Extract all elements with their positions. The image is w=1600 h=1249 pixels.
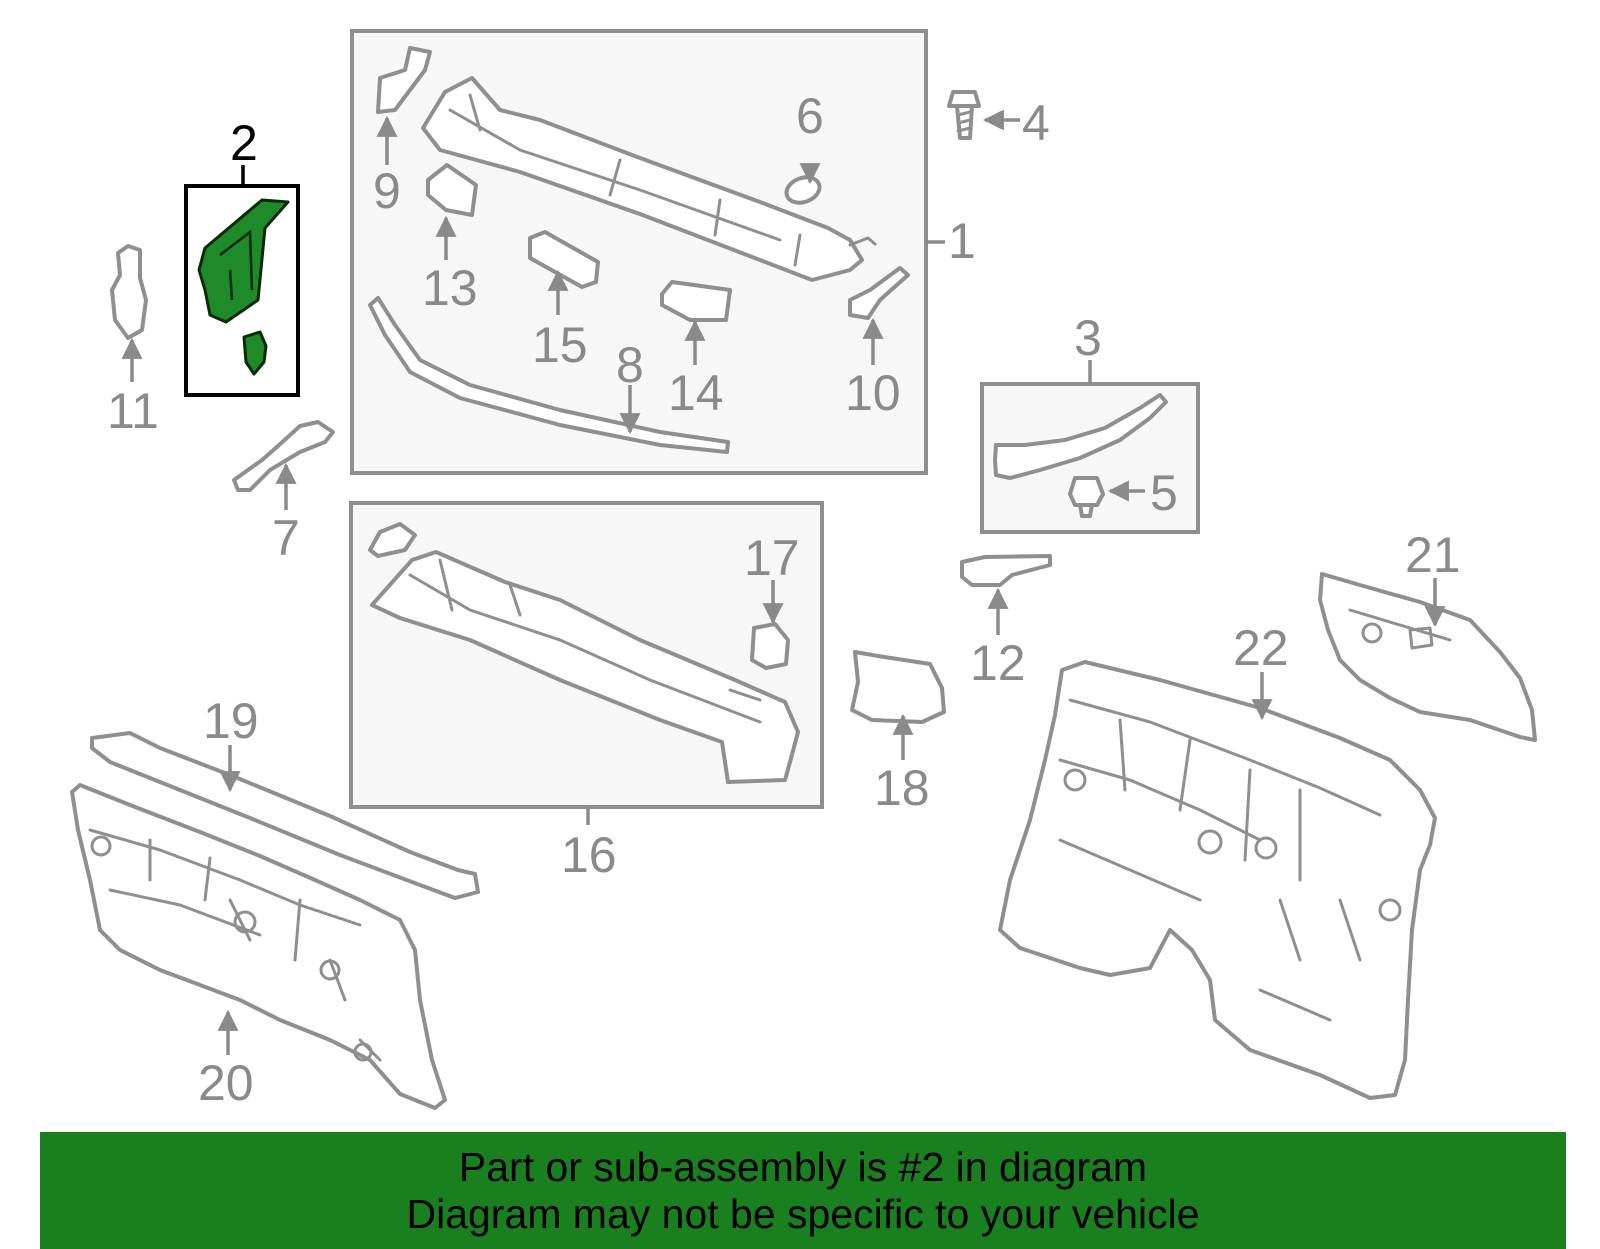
part-20-dash-panel[interactable]	[70, 783, 447, 1110]
part-18-bracket[interactable]	[850, 650, 946, 724]
label-6: 6	[796, 88, 824, 144]
label-18: 18	[874, 760, 930, 816]
part-22-dash-insulator[interactable]	[998, 660, 1437, 1100]
part-11-bracket[interactable]	[110, 244, 148, 340]
part-2-bracket[interactable]	[197, 198, 290, 376]
part-9-bracket[interactable]	[376, 46, 432, 114]
label-17: 17	[744, 530, 800, 586]
part-8-strip[interactable]	[368, 296, 730, 454]
label-4: 4	[1022, 95, 1050, 151]
part-13-bracket[interactable]	[426, 163, 478, 217]
part-19-cross-bar[interactable]	[90, 731, 480, 900]
part-12-bracket[interactable]	[960, 554, 1052, 587]
part-3-bracket[interactable]	[993, 393, 1168, 480]
label-15: 15	[532, 317, 588, 373]
part-15-seal[interactable]	[528, 230, 600, 289]
part-21-insulator[interactable]	[1318, 572, 1537, 742]
part-17-cap[interactable]	[750, 622, 790, 670]
part-16-cowl-lower[interactable]	[370, 550, 800, 784]
label-12: 12	[970, 635, 1026, 691]
label-5: 5	[1150, 465, 1178, 521]
label-8: 8	[616, 337, 644, 393]
banner-line-2: Diagram may not be specific to your vehi…	[406, 1191, 1200, 1237]
part-14-bracket[interactable]	[660, 280, 732, 322]
label-22: 22	[1233, 620, 1289, 676]
label-13: 13	[422, 260, 478, 316]
label-2: 2	[230, 115, 258, 171]
label-19: 19	[203, 693, 259, 749]
label-21: 21	[1405, 527, 1461, 583]
part-5-bolt[interactable]	[1068, 476, 1105, 518]
label-9: 9	[373, 163, 401, 219]
part-4-bolt[interactable]	[947, 90, 981, 140]
label-14: 14	[668, 365, 724, 421]
part-10-bracket[interactable]	[848, 266, 910, 320]
label-10: 10	[845, 365, 901, 421]
banner-line-1: Part or sub-assembly is #2 in diagram	[458, 1144, 1148, 1190]
label-20: 20	[198, 1055, 254, 1111]
label-1: 1	[948, 213, 976, 269]
part-16-clip[interactable]	[368, 522, 417, 558]
label-7: 7	[272, 510, 300, 566]
parts-diagram: 2 1 3 4 5 6 7 8 9 10 11 12 13 14 15 16 1…	[70, 29, 1537, 1111]
label-16: 16	[561, 827, 617, 883]
label-11: 11	[107, 383, 159, 439]
label-3: 3	[1074, 310, 1102, 366]
part-7-bracket[interactable]	[232, 420, 335, 492]
info-banner: Part or sub-assembly is #2 in diagram Di…	[40, 1132, 1566, 1249]
part-1-cowl-panel[interactable]	[421, 76, 877, 282]
